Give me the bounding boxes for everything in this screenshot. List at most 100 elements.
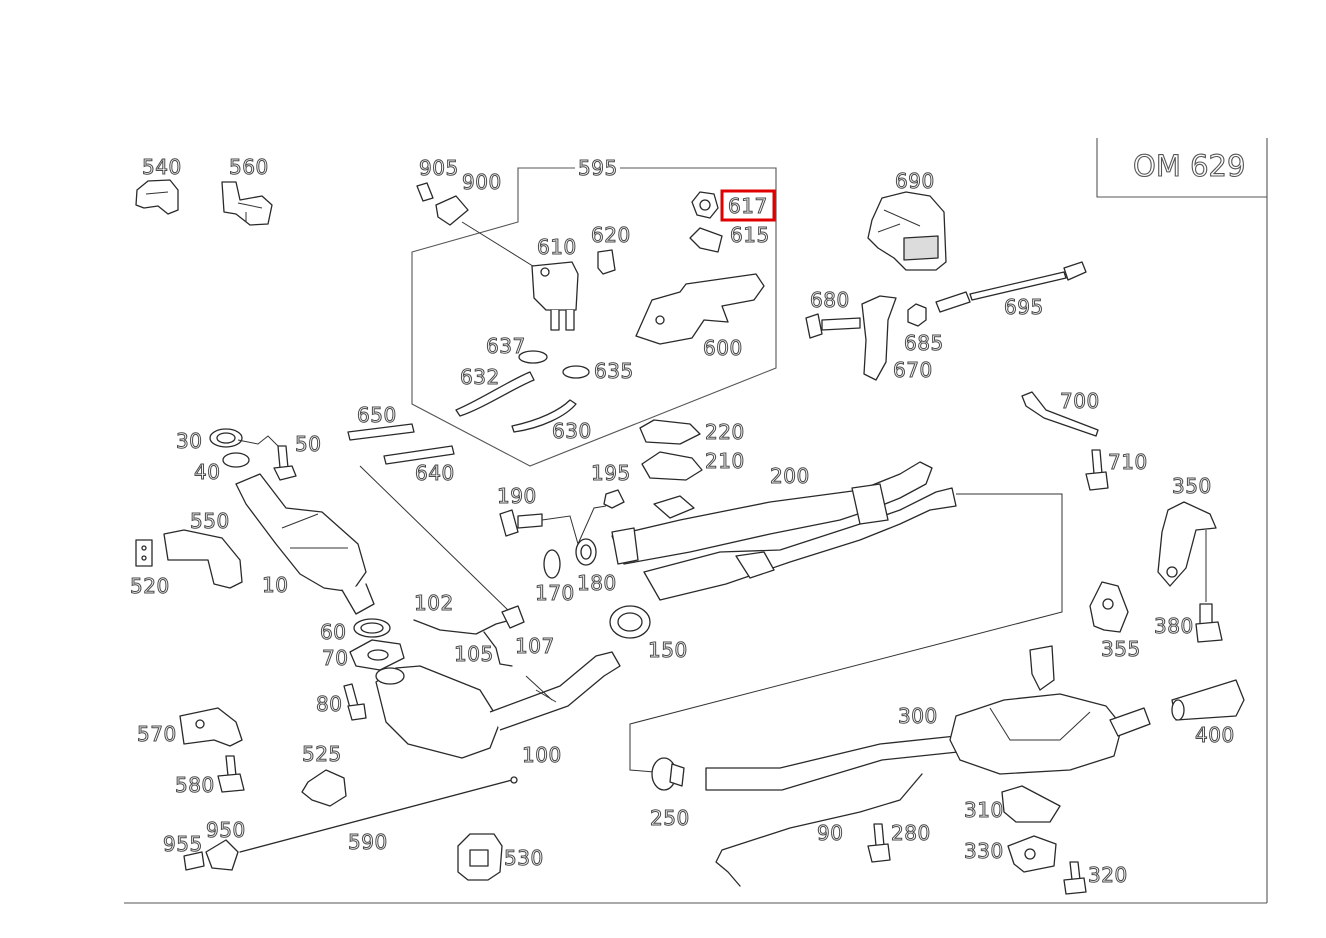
part-number-labels: 540 560 905 900 595 617 615 610 620 690 … [130, 155, 1235, 888]
part-620-cap [597, 249, 616, 275]
part-355-rubber-mount [1089, 581, 1129, 633]
part-380-bolt [1195, 603, 1223, 643]
label-380: 380 [1154, 614, 1194, 638]
label-102: 102 [414, 591, 454, 615]
part-40-gasket [222, 452, 250, 468]
label-100: 100 [522, 743, 562, 767]
part-90-sensor-line [715, 773, 923, 887]
label-590: 590 [348, 830, 388, 854]
part-50-bolt [273, 445, 297, 481]
label-637: 637 [486, 334, 526, 358]
label-525: 525 [302, 742, 342, 766]
label-220: 220 [705, 420, 745, 444]
part-670-bracket [861, 295, 897, 381]
part-680-bolt [805, 313, 861, 339]
label-630: 630 [552, 419, 592, 443]
label-80: 80 [316, 692, 342, 716]
label-632: 632 [460, 365, 500, 389]
label-50: 50 [295, 432, 321, 456]
part-300-rear-muffler [705, 645, 1151, 791]
part-100-particulate-filter [375, 651, 621, 759]
part-280-bolt [867, 823, 891, 863]
part-560-bracket [221, 181, 273, 226]
part-180-ring [575, 538, 597, 566]
label-150: 150 [648, 638, 688, 662]
part-570-bracket [179, 707, 243, 747]
label-200: 200 [770, 464, 810, 488]
label-615: 615 [730, 223, 770, 247]
label-520: 520 [130, 574, 170, 598]
label-695: 695 [1004, 295, 1044, 319]
part-400-tailpipe [1171, 679, 1245, 721]
label-640: 640 [415, 461, 455, 485]
label-310: 310 [964, 798, 1004, 822]
part-580-bolt [217, 755, 245, 793]
label-685: 685 [904, 331, 944, 355]
label-710: 710 [1108, 450, 1148, 474]
label-700: 700 [1060, 389, 1100, 413]
part-195-nut [603, 489, 625, 509]
part-250-clamp [651, 757, 685, 791]
label-90: 90 [817, 821, 843, 845]
part-710-bolt [1085, 449, 1109, 491]
part-170-ring [543, 549, 561, 579]
label-617[interactable]: 617 [728, 194, 768, 219]
label-550: 550 [190, 509, 230, 533]
label-570: 570 [137, 722, 177, 746]
label-107: 107 [515, 634, 555, 658]
label-610: 610 [537, 235, 577, 259]
label-530: 530 [504, 846, 544, 870]
part-955-plug [183, 851, 205, 871]
label-105: 105 [454, 642, 494, 666]
part-900-sensor-housing [435, 195, 469, 226]
part-950-connector [205, 839, 239, 871]
engine-label: OM 629 [1133, 149, 1245, 183]
part-105-tube [483, 631, 513, 667]
part-637-hose-clamp [518, 350, 548, 364]
part-200-intermediate-pipe [611, 461, 957, 601]
part-905-plug [416, 182, 434, 202]
label-400: 400 [1195, 723, 1235, 747]
part-10-catalytic-converter [235, 473, 375, 615]
label-350: 350 [1172, 474, 1212, 498]
label-600: 600 [703, 336, 743, 360]
part-30-gasket [209, 428, 243, 448]
label-40: 40 [194, 460, 220, 484]
label-650: 650 [357, 403, 397, 427]
part-525-sensor [301, 769, 347, 807]
part-350-hanger [1157, 501, 1217, 587]
label-620: 620 [591, 223, 631, 247]
part-700-strap [1021, 391, 1099, 437]
label-300: 300 [898, 704, 938, 728]
label-60: 60 [320, 620, 346, 644]
label-355: 355 [1101, 637, 1141, 661]
label-680: 680 [810, 288, 850, 312]
label-180: 180 [577, 571, 617, 595]
part-690-sensor-cover [867, 191, 947, 271]
diagram-frame [124, 138, 1268, 904]
part-210-bracket [641, 451, 703, 481]
label-950: 950 [206, 818, 246, 842]
part-610-pressure-sensor [531, 261, 579, 331]
part-102-tube [413, 617, 519, 635]
part-520-plate [135, 539, 153, 567]
label-330: 330 [964, 839, 1004, 863]
part-650-rod [347, 423, 415, 441]
label-320: 320 [1088, 863, 1128, 887]
label-280: 280 [891, 821, 931, 845]
part-150-clamp [609, 605, 651, 639]
part-540-heat-shield [135, 179, 179, 215]
part-632-hose [455, 371, 535, 417]
part-640-rod [383, 445, 455, 465]
selected-part-highlight [720, 189, 776, 222]
label-635: 635 [594, 359, 634, 383]
label-560: 560 [229, 155, 269, 179]
part-617-nut [691, 191, 719, 219]
label-250: 250 [650, 806, 690, 830]
label-540: 540 [142, 155, 182, 179]
label-10: 10 [262, 573, 288, 597]
part-220-bracket [639, 419, 701, 445]
label-900: 900 [462, 170, 502, 194]
part-615-clip [689, 227, 723, 253]
